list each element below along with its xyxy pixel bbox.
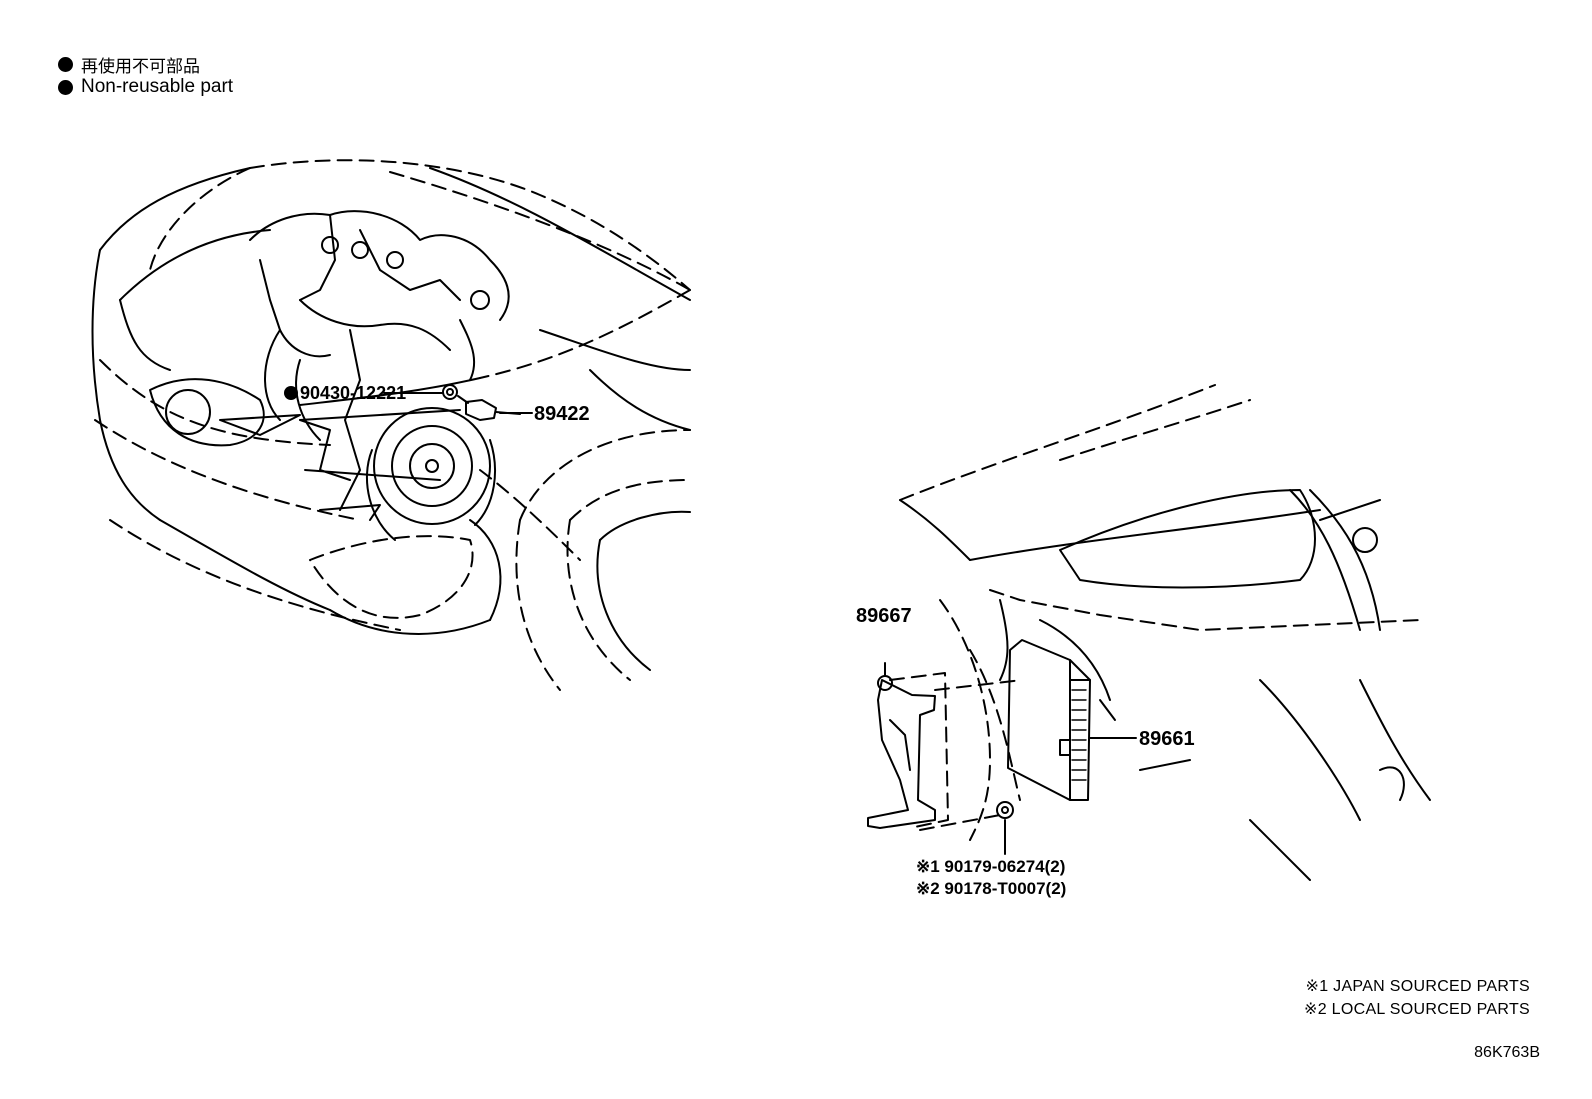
filled-circle-icon bbox=[284, 386, 298, 400]
note-japan-sourced: ※1 JAPAN SOURCED PARTS bbox=[1305, 978, 1530, 995]
vehicle-front-illustration bbox=[91, 159, 691, 691]
callout-nut-1: ※1 90179-06274(2) bbox=[916, 857, 1066, 876]
drawing-code: 86K763B bbox=[1474, 1044, 1540, 1061]
note-local-sourced: ※2 LOCAL SOURCED PARTS bbox=[1304, 1001, 1530, 1018]
legend-row-jp: 再使用不可部品 bbox=[58, 52, 200, 77]
legend-label-en: Non-reusable part bbox=[81, 76, 234, 97]
part-number-gasket: 90430-12221 bbox=[300, 383, 407, 403]
callout-nut-2: ※2 90178-T0007(2) bbox=[916, 879, 1067, 898]
callout-gasket: 90430-12221 bbox=[284, 383, 406, 403]
callout-sensor: 89422 bbox=[534, 403, 590, 425]
legend-row-en: Non-reusable part bbox=[58, 76, 233, 98]
legend-label-jp: 再使用不可部品 bbox=[81, 57, 200, 76]
callout-ecu: 89661 bbox=[1139, 728, 1195, 750]
callout-bracket: 89667 bbox=[856, 605, 912, 627]
filled-circle-icon bbox=[58, 57, 73, 72]
filled-circle-icon bbox=[58, 79, 73, 95]
interior-illustration bbox=[867, 384, 1431, 881]
